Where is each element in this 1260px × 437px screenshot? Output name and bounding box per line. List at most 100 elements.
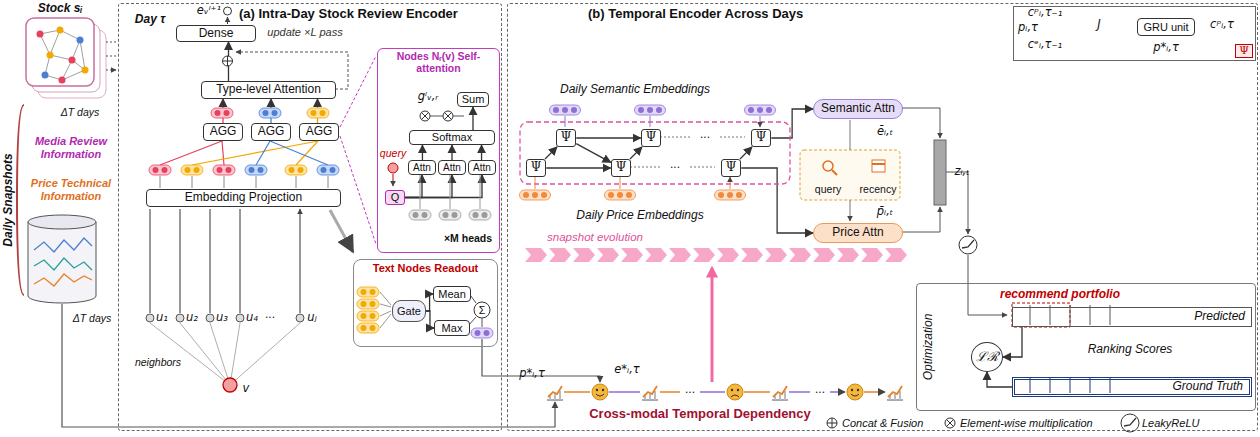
node-text: Max [442,322,463,334]
encoder-wires-part [227,17,228,24]
embedding-pills-part-part [258,167,264,173]
node-text: AGG [258,125,285,138]
stock-graph-stack-part [40,30,85,80]
temporal-wires-part [968,255,1007,315]
embedding-pills-part-part [715,190,746,200]
embedding-pills-part-part [370,289,376,295]
embedding-pills-part-part [562,107,568,113]
encoder-wires-part [474,302,490,318]
text-label: ... [815,383,825,397]
embedding-pills-part [307,108,329,118]
text-label: gˡᵥ,ᵣ [418,90,439,103]
encoder-wires-part [340,56,376,244]
embedding-pills-part-part [520,190,551,200]
text-label: Cross-modal Temporal Dependency [589,407,811,422]
embedding-pills-part-part [718,192,724,198]
embedding-pills-part [357,287,379,297]
embedding-pills-part-part [217,167,223,173]
connector [576,137,640,138]
text-label: Daily Price Embeddings [576,209,703,223]
embedding-pills-part-part [307,108,329,118]
embedding-pills-part-part [317,165,339,175]
embedding-pills-part [471,328,493,338]
psi-cell: Ψ [611,159,632,177]
embedding-pills-part-part [289,167,295,173]
temporal-wires-part [902,108,940,138]
encoder-wires-part [388,163,398,173]
temporal-wires-part [847,384,863,400]
temporal-wires-part [872,163,885,165]
gate-box: Gate [392,300,426,322]
encoder-wires-part [224,7,232,15]
text-label: p*ᵢ,τ [1153,41,1179,54]
connector [426,294,433,311]
embedding-pills-part-part [263,110,269,116]
embedding-pills-part [469,210,491,220]
encoder-wires-part [482,318,483,327]
temporal-wires-part [565,116,760,127]
psi-cell: Ψ [526,159,547,177]
temporal-wires-part [959,236,977,254]
text-label: query [380,147,406,159]
embedding-pills-part-part [245,165,267,175]
psi-cell: Ψ [721,159,742,177]
encoder-wires-part [393,174,394,186]
connector [451,145,452,160]
embedding-pills-part-part [259,108,281,118]
embedding-pills-part-part [361,325,367,331]
encoder-wires-part [482,339,600,382]
stock-graph-stack-part [42,72,49,79]
text-label: neighbors [135,356,181,368]
node-text: (b) Temporal Encoder Across Days [588,7,803,21]
text-label: recency [860,183,897,195]
text-label: Stock sᵢ [38,2,83,16]
embedding-pills-part-part [541,192,547,198]
embedding-pills-part-part [370,301,376,307]
text-label: recommend portfolio [1000,288,1120,302]
text-label: ... [670,158,680,172]
embedding-pills-part [745,105,776,115]
embedding-pills-part-part [647,107,653,113]
embedding-pills-part-part [185,167,191,173]
embedding-pills-part-part [727,192,733,198]
embedding-pills-part-part [471,328,493,338]
text-label: p*ᵢ,τ [519,367,545,380]
encoder-wires-part [420,111,430,121]
text-label: eᵥˡ⁺¹ [197,4,221,17]
readout-panel: Text Nodes ReadoutGateMeanMax [353,259,498,347]
embedding-pills-part-part [149,165,171,175]
snapshot-chevrons-part [789,248,811,262]
node-text: Optimization [922,314,935,381]
legend-text: Element-wise multiplication [960,417,1093,429]
node-text: Attn [443,162,461,173]
snapshot-chevrons-part [621,248,643,262]
stock-graph-stack-part [69,57,76,64]
price-database-part [28,222,96,303]
embedding-pills-part-part [370,313,376,319]
temporal-wires-part [547,386,563,400]
process-box: Embedding Projection [146,189,341,207]
embedding-pills-part-part [748,107,754,113]
embedding-pills-part-part [413,212,419,218]
text-label: cᵖᵢ,τ₋₁ [1028,6,1063,19]
process-box: AGG [299,123,339,141]
node-text: Price Attn [832,226,883,239]
temporal-wires-part [535,177,730,189]
embedding-pills-part-part [311,110,317,116]
connector [1003,327,1022,357]
embedding-pills-part-part [330,167,336,173]
node-text: Ψ [561,131,572,144]
node-text: Q [391,191,400,203]
node-text: Softmax [432,131,472,143]
embedding-pills-part-part [211,108,233,118]
snapshot-chevrons [525,248,907,262]
temporal-wires-part [832,170,837,175]
node-text: Ψ [726,161,737,174]
snapshot-chevrons-part [573,248,595,262]
text-label: ... [685,383,695,397]
connector [771,109,813,138]
connector [405,175,452,198]
text-label: cᵖᵢ,τ [1210,18,1234,31]
encoder-wires-part [146,314,154,322]
node-text: Nodes Nᵣ(v) Self-attention [380,51,497,74]
